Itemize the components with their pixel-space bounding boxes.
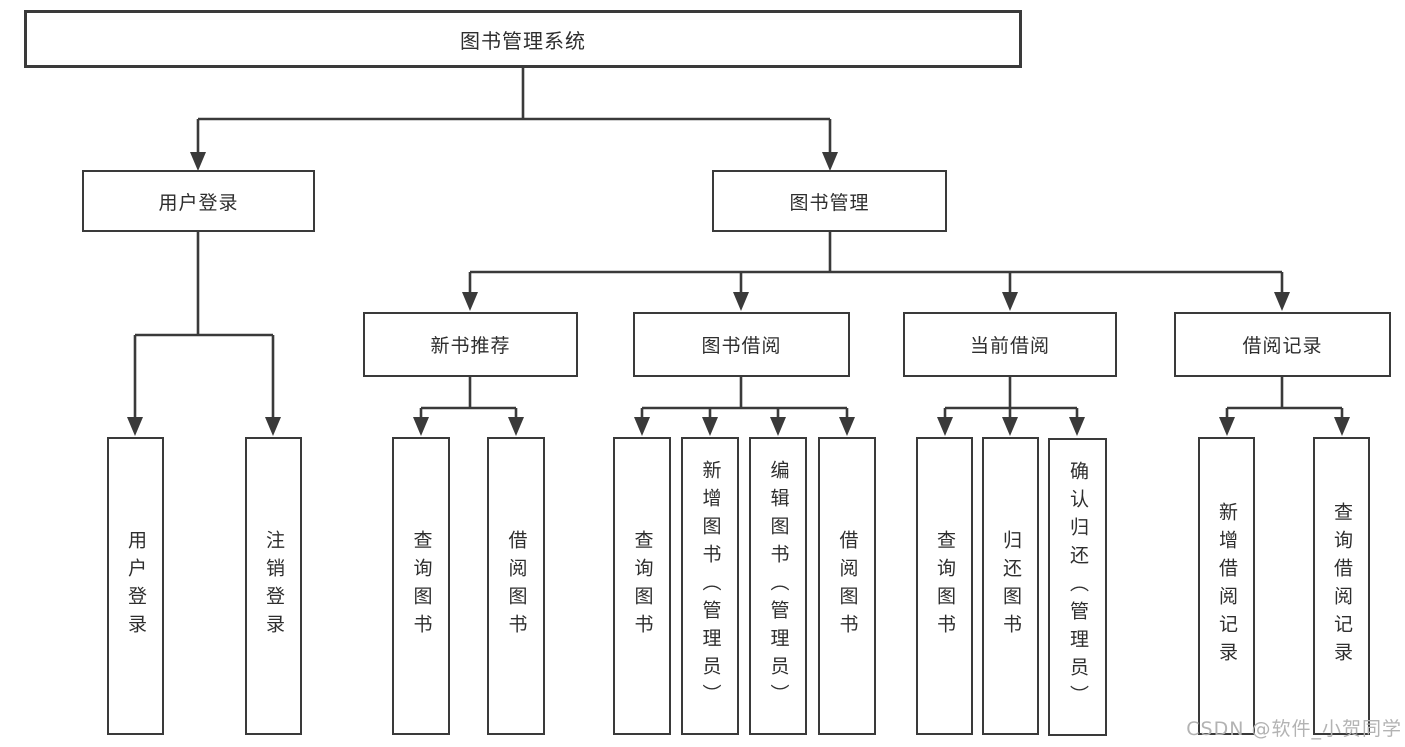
- node-label: 当前借阅: [969, 335, 1050, 357]
- leaf-user-login: 用户登录: [107, 437, 164, 735]
- arrowhead: [1002, 292, 1018, 311]
- connector-borrow-records-to-leaves: [1219, 377, 1350, 436]
- leaf-query-books-recommend: 查询图书: [392, 437, 450, 735]
- arrowhead: [1002, 417, 1018, 436]
- arrowhead: [634, 417, 650, 436]
- node-root: 图书管理系统: [24, 10, 1022, 68]
- connector-user-login-to-leaves: [127, 232, 281, 436]
- node-root-label: 图书管理系统: [460, 28, 586, 53]
- leaf-label: 编辑图书（管理员）: [767, 460, 790, 712]
- node-book-borrow: 图书借阅: [633, 312, 850, 377]
- arrowhead: [127, 417, 143, 436]
- arrowhead: [265, 417, 281, 436]
- arrowhead: [508, 417, 524, 436]
- node-label: 图书管理: [789, 191, 870, 214]
- leaf-label: 归还图书: [1000, 530, 1022, 642]
- leaf-borrow-books: 借阅图书: [818, 437, 876, 735]
- leaf-query-borrow-record: 查询借阅记录: [1313, 437, 1370, 735]
- node-new-book-recommend: 新书推荐: [363, 312, 578, 377]
- leaf-return-books: 归还图书: [982, 437, 1039, 735]
- arrowhead: [702, 417, 718, 436]
- leaf-label: 借阅图书: [836, 530, 859, 642]
- arrowhead: [733, 292, 749, 311]
- arrowhead: [1334, 417, 1350, 436]
- leaf-label: 用户登录: [125, 530, 147, 642]
- arrowhead: [937, 417, 953, 436]
- leaf-label: 查询图书: [410, 530, 433, 642]
- node-label: 用户登录: [158, 191, 239, 214]
- node-book-management: 图书管理: [712, 170, 947, 232]
- node-label: 图书借阅: [701, 335, 782, 357]
- arrowhead: [462, 292, 478, 311]
- arrowhead: [190, 152, 206, 171]
- leaf-label: 查询图书: [631, 530, 654, 642]
- leaf-logout: 注销登录: [245, 437, 302, 735]
- arrowhead: [822, 152, 838, 171]
- arrowhead: [413, 417, 429, 436]
- connector-current-borrow-to-leaves: [937, 377, 1085, 436]
- leaf-add-books-admin: 新增图书（管理员）: [681, 437, 739, 735]
- arrowhead: [839, 417, 855, 436]
- leaf-label: 新增借阅记录: [1216, 502, 1238, 670]
- leaf-label: 借阅图书: [505, 530, 528, 642]
- connector-book-borrow-to-leaves: [634, 377, 855, 436]
- leaf-label: 注销登录: [263, 530, 285, 642]
- arrowhead: [1274, 292, 1290, 311]
- leaf-label: 查询借阅记录: [1331, 502, 1353, 670]
- node-current-borrow: 当前借阅: [903, 312, 1117, 377]
- leaf-edit-books-admin: 编辑图书（管理员）: [749, 437, 807, 735]
- leaf-label: 确认归还（管理员）: [1067, 461, 1089, 713]
- connector-new-book-recommend-to-leaves: [413, 377, 524, 436]
- node-user-login: 用户登录: [82, 170, 315, 232]
- leaf-label: 新增图书（管理员）: [699, 460, 722, 712]
- arrowhead: [1069, 417, 1085, 436]
- leaf-label: 查询图书: [934, 530, 956, 642]
- node-borrow-records: 借阅记录: [1174, 312, 1391, 377]
- leaf-add-borrow-record: 新增借阅记录: [1198, 437, 1255, 735]
- arrowhead: [770, 417, 786, 436]
- leaf-query-books-borrow: 查询图书: [613, 437, 671, 735]
- csdn-watermark: CSDN @软件_小贺同学: [1186, 718, 1402, 740]
- node-label: 借阅记录: [1242, 335, 1323, 357]
- connector-book-management-to-level3: [462, 232, 1290, 311]
- connector-root-to-level2: [190, 68, 838, 171]
- leaf-borrow-books-recommend: 借阅图书: [487, 437, 545, 735]
- leaf-query-books-current: 查询图书: [916, 437, 973, 735]
- leaf-confirm-return-admin: 确认归还（管理员）: [1048, 438, 1107, 736]
- node-label: 新书推荐: [430, 335, 511, 357]
- arrowhead: [1219, 417, 1235, 436]
